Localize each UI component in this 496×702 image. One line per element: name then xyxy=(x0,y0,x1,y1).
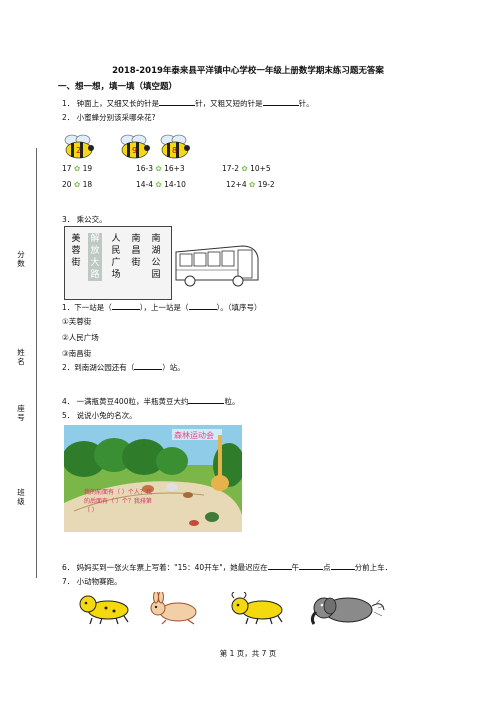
class-label: 班级 xyxy=(17,488,25,506)
stop-column: 美蓉街 xyxy=(71,234,81,268)
answer-blank[interactable] xyxy=(159,98,196,106)
answer-blank[interactable] xyxy=(299,562,324,570)
page-title: 2018-2019年泰来县平洋镇中心学校一年级上册数学期末练习题无答案 xyxy=(112,66,384,76)
bee-number: 9 xyxy=(132,146,137,155)
flower-item[interactable]: 16-3 xyxy=(136,164,154,173)
flower-row-1c: 17-2 ✿ 10+5 xyxy=(222,164,271,173)
option-1: ①芙蓉街 xyxy=(62,317,92,326)
flower-item[interactable]: 12+4 xyxy=(226,180,247,189)
answer-blank[interactable] xyxy=(188,302,217,310)
flower-row-2b: 14-4 ✿ 14-10 xyxy=(136,180,186,189)
bull-icon xyxy=(231,592,283,625)
question-4: 4． 一满瓶黄豆400粒，半瓶黄豆大约粒。 xyxy=(62,396,240,406)
bee-icon: 2 xyxy=(64,134,94,159)
flower-item[interactable]: 17-2 xyxy=(222,164,240,173)
bus-stop-board: 美蓉街 解放大路 人民广场 南昌街 南湖公园 xyxy=(64,226,172,300)
bee-number: 8 xyxy=(172,146,177,155)
binding-line xyxy=(36,148,37,578)
question-7: 7． 小动物赛跑。 xyxy=(62,577,122,586)
id-label: 座号 xyxy=(17,404,25,422)
scene-speech: 我的前面有（ ）个人？我的后面有（ ）个？我排第（ ） xyxy=(84,489,152,514)
bee-icon: 8 xyxy=(160,134,190,159)
flower-row-2: 20 ✿ 18 xyxy=(62,180,93,189)
answer-blank[interactable] xyxy=(188,396,225,404)
question-1: 1． 钟面上，又细又长的针是针，又粗又短的针是针。 xyxy=(62,98,314,108)
stop-column: 南昌街 xyxy=(131,234,141,268)
page-footer: 第 1 页，共 7 页 xyxy=(219,649,277,658)
section-heading: 一、想一想，填一填（填空题） xyxy=(58,82,178,92)
question-5: 5． 说说小兔的名次。 xyxy=(62,411,137,420)
flower-item[interactable]: 16+3 xyxy=(164,164,185,173)
forest-race-illustration: 森林运动会 xyxy=(64,425,242,532)
bee-number: 2 xyxy=(76,146,81,155)
question-2: 2． 小蜜蜂分别该采哪朵花? xyxy=(62,113,156,122)
answer-blank[interactable] xyxy=(262,98,299,106)
flower-item[interactable]: 17 xyxy=(62,164,72,173)
flower-item[interactable]: 14-10 xyxy=(164,180,186,189)
rabbit-icon xyxy=(150,592,197,625)
bee-icon: 9 xyxy=(120,134,150,159)
score-label: 分数 xyxy=(17,250,25,268)
answer-blank[interactable] xyxy=(134,362,163,370)
flower-item[interactable]: 18 xyxy=(82,180,93,189)
question-6: 6． 妈妈买到一张火车票上写着："15：40开车"，她最迟应在午点分前上车． xyxy=(62,562,393,572)
elephant-icon xyxy=(310,597,385,625)
bus-icon xyxy=(175,245,259,287)
flower-item[interactable]: 19-2 xyxy=(257,180,275,189)
question-3-sub-1: 1．下一站是（），上一站是（）。（填序号） xyxy=(62,302,262,312)
stop-column: 人民广场 xyxy=(111,234,121,280)
flower-row-1: 17 ✿ 19 xyxy=(62,164,93,173)
flower-row-1b: 16-3 ✿ 16+3 xyxy=(136,164,185,173)
question-3: 3． 乘公交。 xyxy=(62,215,107,224)
scene-banner: 森林运动会 xyxy=(174,430,214,440)
flower-item[interactable]: 10+5 xyxy=(250,164,271,173)
answer-blank[interactable] xyxy=(111,302,140,310)
name-label: 姓名 xyxy=(17,348,25,366)
option-3: ③南昌街 xyxy=(62,349,92,358)
flower-item[interactable]: 20 xyxy=(62,180,72,189)
option-2: ②人民广场 xyxy=(62,333,99,342)
answer-blank[interactable] xyxy=(330,562,355,570)
dog-icon xyxy=(79,595,129,625)
flower-item[interactable]: 14-4 xyxy=(136,180,154,189)
flower-item[interactable]: 19 xyxy=(82,164,93,173)
question-3-sub-2: 2．到南湖公园还有（）站。 xyxy=(62,362,185,372)
stop-column: 南湖公园 xyxy=(151,234,161,280)
stop-column-current: 解放大路 xyxy=(88,233,102,281)
flower-row-2c: 12+4 ✿ 19-2 xyxy=(226,180,275,189)
answer-blank[interactable] xyxy=(267,562,292,570)
